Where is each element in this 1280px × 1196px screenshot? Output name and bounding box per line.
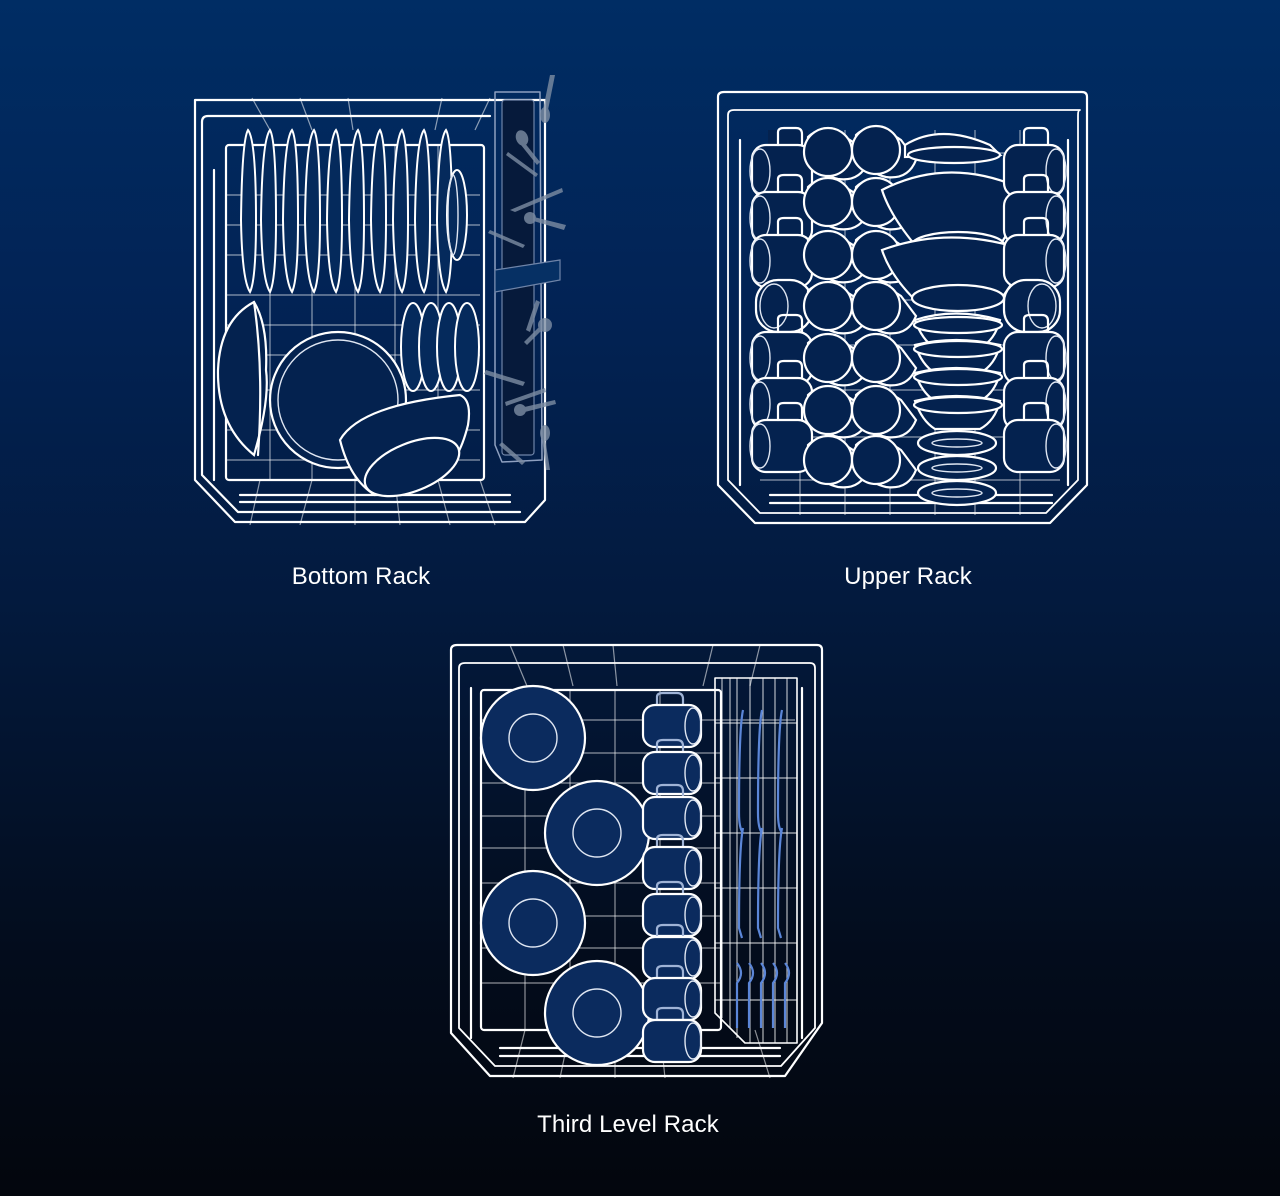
upper-rack-label: Upper Rack xyxy=(844,563,972,590)
third-level-rack-illustration xyxy=(445,638,830,1083)
upper-rack-illustration xyxy=(710,85,1095,535)
bottom-rack-illustration xyxy=(190,70,570,530)
third-level-rack-label: Third Level Rack xyxy=(537,1111,719,1138)
bottom-rack-label: Bottom Rack xyxy=(291,563,431,590)
